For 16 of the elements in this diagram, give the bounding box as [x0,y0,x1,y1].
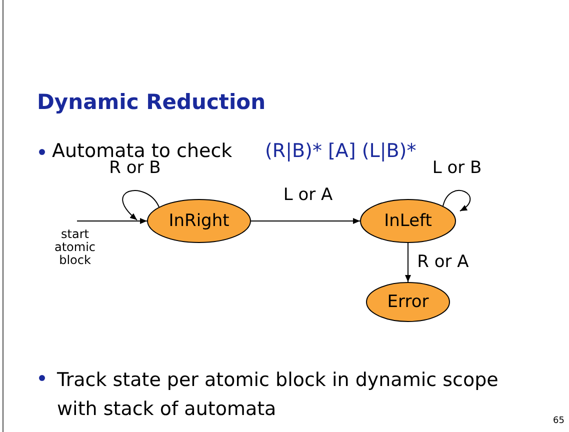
state-ellipse: InLeft [360,199,456,243]
arrow [250,218,360,224]
state-ellipse: InRight [147,199,251,243]
edge-label: L or A [282,185,334,205]
bullet-text: Track state per atomic block in dynamic scope with stack of automata [57,368,500,422]
edge-label: R or A [416,252,470,272]
slide-title: Dynamic Reduction [37,90,266,114]
arrow [76,218,148,224]
state-ellipse: Error [366,282,450,322]
regular-expression: (R|B)* [A] (L|B)* [265,140,416,162]
edge-label: start atomic block [53,228,97,267]
arrow [405,242,411,282]
edge-label: L or B [431,158,483,178]
arrow [122,190,160,220]
page-number: 65 [553,416,564,426]
arrow [442,190,471,212]
